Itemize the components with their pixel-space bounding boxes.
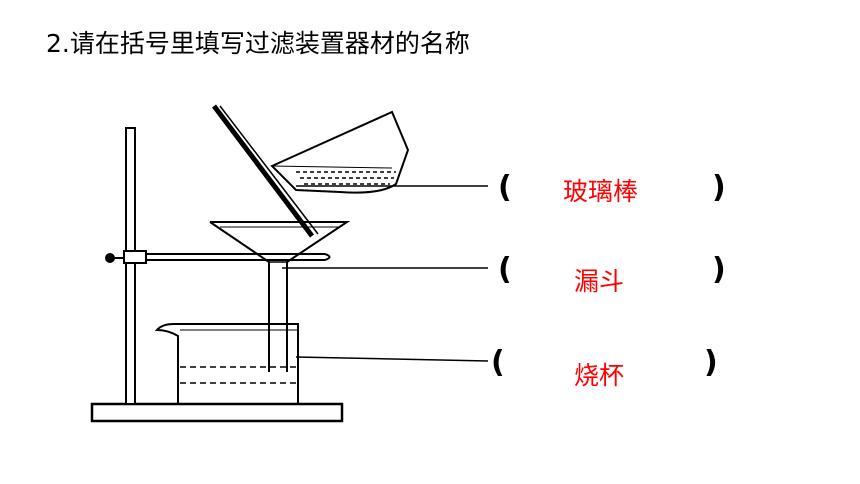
- answer-funnel: 漏斗: [574, 267, 625, 296]
- stand-rod: [125, 127, 136, 405]
- stand-base: [90, 402, 344, 423]
- answer-beaker: 烧杯: [574, 361, 625, 390]
- pouring-beaker: [270, 110, 410, 194]
- clamp-boss: [123, 250, 147, 264]
- bracket-open: (: [498, 252, 512, 287]
- bracket-close: ): [704, 345, 718, 380]
- bracket-close: ): [712, 252, 726, 287]
- bracket-close: ): [712, 170, 726, 205]
- answer-glass-rod: 玻璃棒: [563, 177, 639, 206]
- question-title: 2.请在括号里填写过滤装置器材的名称: [46, 29, 470, 58]
- leader-beaker: [295, 356, 489, 362]
- bracket-open: (: [498, 170, 512, 205]
- bracket-open: (: [491, 345, 505, 380]
- clamp-screw: [105, 253, 115, 263]
- glass-rod: [212, 104, 314, 238]
- receiving-beaker: [154, 323, 299, 405]
- funnel: [209, 221, 351, 372]
